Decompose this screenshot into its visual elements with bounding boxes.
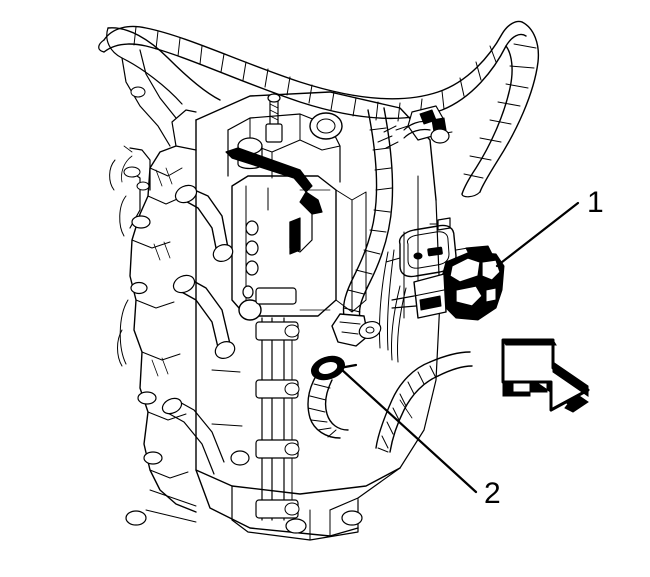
arrow-head-bevel xyxy=(552,361,589,397)
shift-linkage-rods xyxy=(255,287,300,521)
wiring-harness-branch-center xyxy=(331,107,394,347)
upper-mount-arm xyxy=(106,27,221,191)
loose-wire-strands xyxy=(378,249,407,363)
upper-housing-detail xyxy=(225,93,343,255)
rod-clamp xyxy=(255,439,300,459)
harness-clamp-upper-right xyxy=(377,117,450,149)
callout-1-leader xyxy=(495,201,580,268)
arrow-top-bevel xyxy=(502,339,557,346)
hose-connection xyxy=(307,355,358,439)
valve-body-cover xyxy=(231,175,367,321)
linkage-lever-arms xyxy=(161,184,243,475)
oil-pan xyxy=(125,450,401,541)
electrical-connector xyxy=(391,245,505,321)
wiring-harness-main xyxy=(98,20,540,198)
direction-arrow xyxy=(501,338,590,413)
harness-clip-bracket xyxy=(385,224,469,278)
callout-2-leader xyxy=(339,367,478,494)
rod-clamp xyxy=(255,321,300,341)
case-stud xyxy=(429,217,451,231)
rod-clamp xyxy=(255,287,297,305)
rod-clamp xyxy=(255,379,300,399)
callout-2: 2 xyxy=(339,367,501,510)
callout-2-label: 2 xyxy=(484,477,501,510)
ring-terminal xyxy=(358,320,382,340)
rod-clamp xyxy=(255,499,300,519)
wiring-harness-lower-right xyxy=(375,351,473,453)
callout-1-label: 1 xyxy=(587,186,604,219)
bell-housing-bracket xyxy=(117,109,197,513)
callout-1: 1 xyxy=(495,186,604,268)
